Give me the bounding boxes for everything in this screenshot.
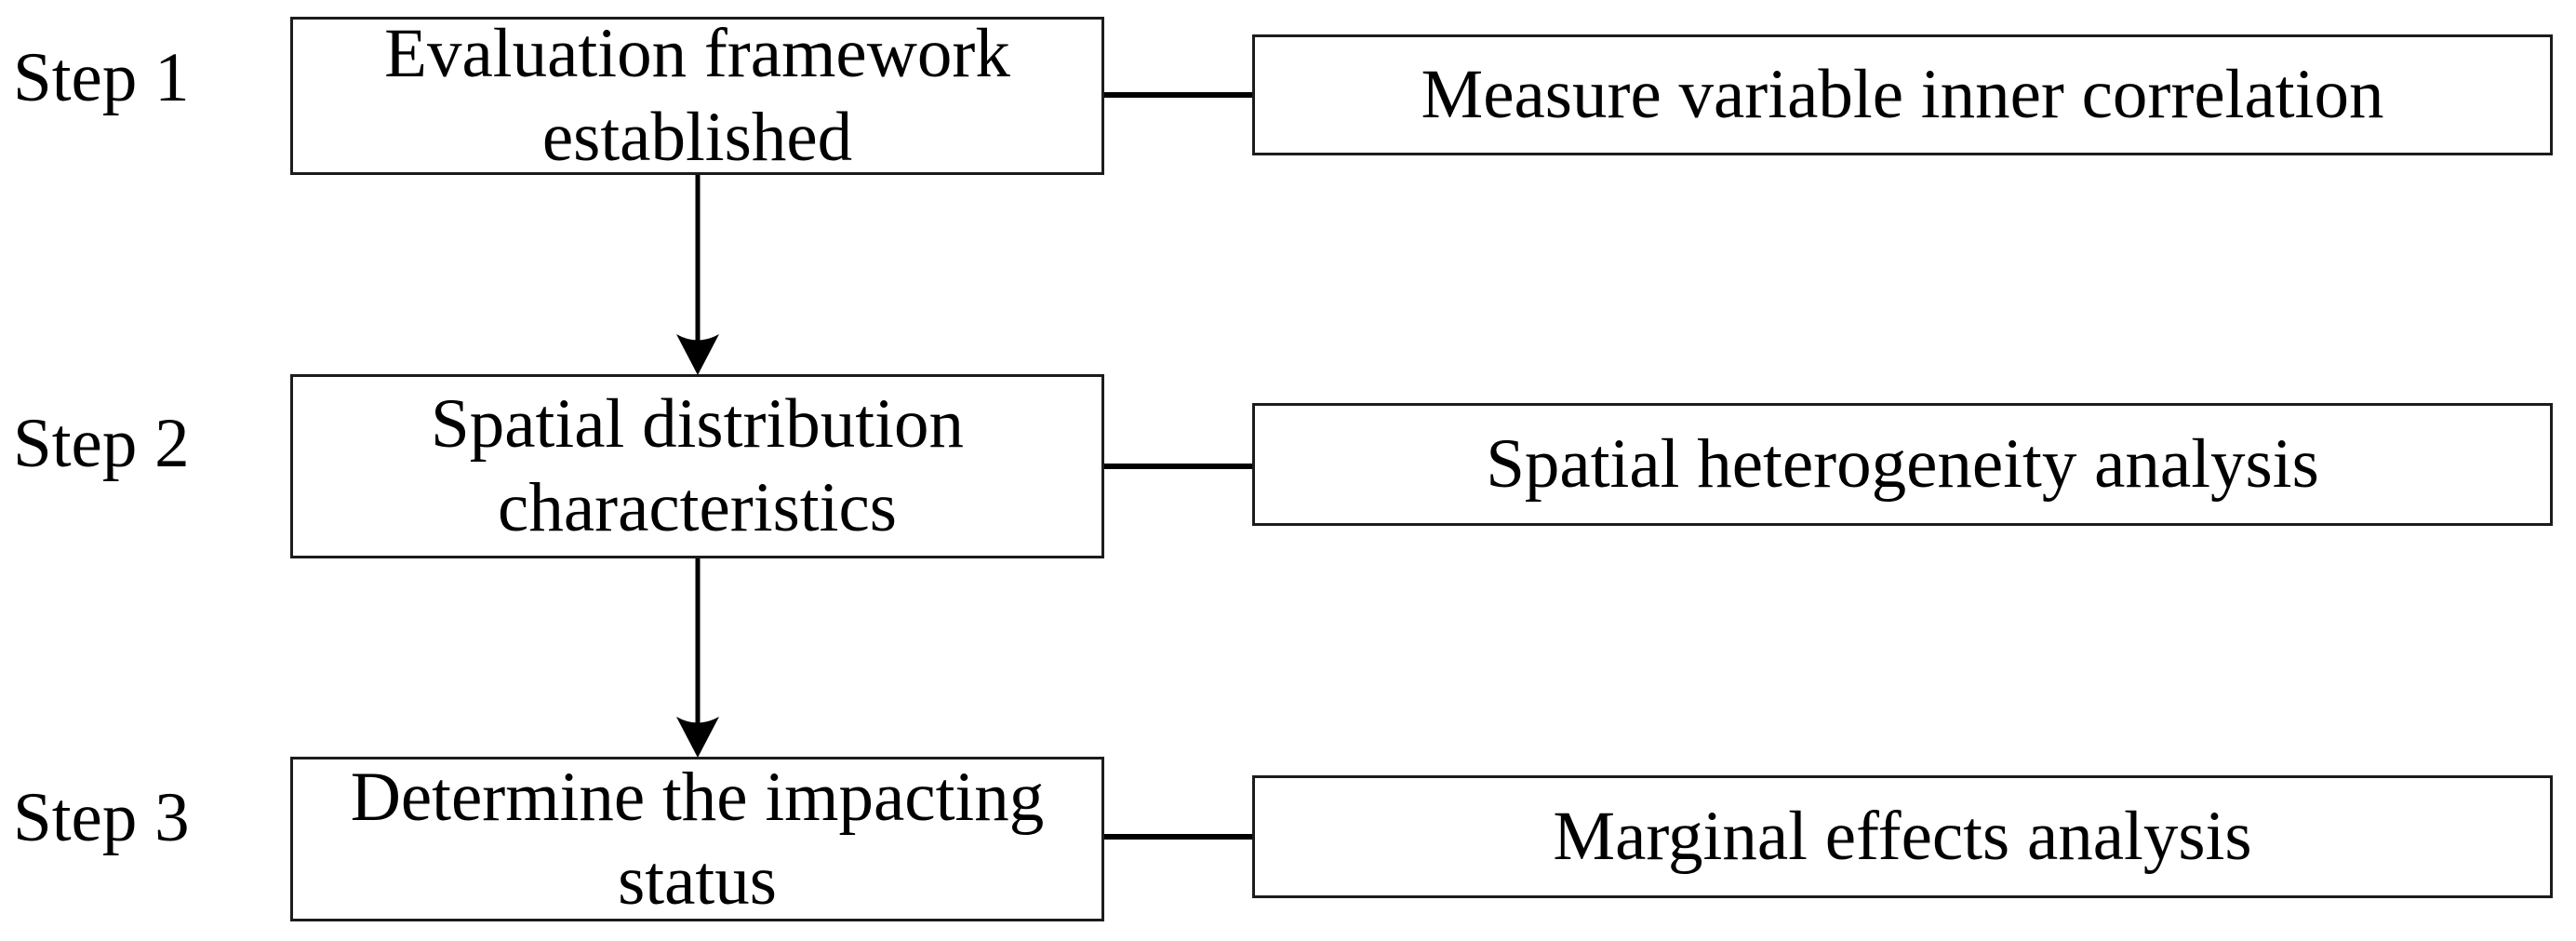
step-label-2: Step 2 [13,405,190,482]
method-box-3: Marginal effects analysis [1252,775,2553,898]
stage-box-2: Spatial distribution characteristics [290,374,1104,558]
step-label-1: Step 1 [13,39,190,116]
method-box-2: Spatial heterogeneity analysis [1252,403,2553,526]
stage-box-3: Determine the impacting status [290,757,1104,921]
method-box-1: Measure variable inner correlation [1252,34,2553,155]
stage-box-1: Evaluation framework established [290,15,1104,176]
step-label-3: Step 3 [13,779,190,856]
arrow-down-icon [676,173,719,375]
arrow-down-icon [676,557,719,758]
